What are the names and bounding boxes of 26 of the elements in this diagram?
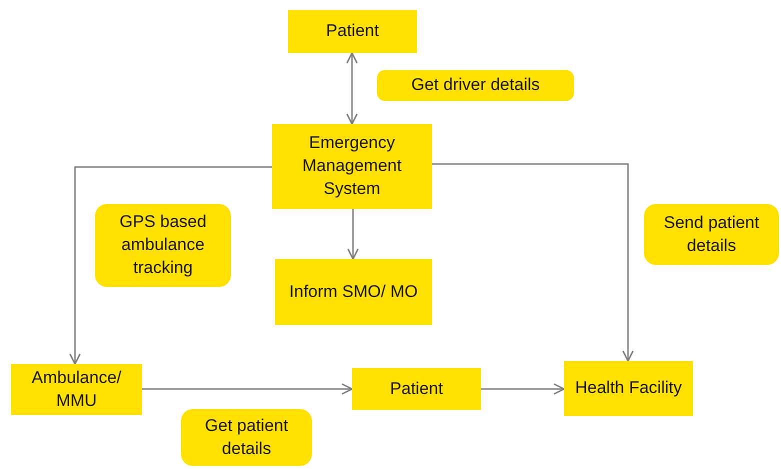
process-box	[11, 364, 142, 415]
arrow	[432, 163, 634, 362]
node-text: Patient	[326, 20, 379, 42]
node-text: Ambulance/ MMU	[30, 366, 122, 412]
note-box	[181, 409, 312, 466]
process-box	[288, 10, 417, 53]
process-box	[275, 259, 432, 325]
process-box	[352, 368, 481, 410]
arrow	[347, 209, 359, 260]
node-text: Get driver details	[411, 74, 540, 96]
node-text: Health Facility	[575, 377, 682, 400]
node-text: Get patient details	[204, 414, 290, 460]
note-box	[377, 70, 574, 101]
note-box	[644, 204, 779, 265]
arrow	[346, 52, 358, 125]
process-box	[564, 361, 693, 416]
process-box	[272, 124, 432, 209]
node-text: Send patient details	[662, 212, 760, 256]
arrow	[481, 383, 565, 395]
node-text: Emergency Management System	[301, 132, 403, 200]
arrow	[142, 383, 353, 395]
node-text: Inform SMO/ MO	[289, 280, 418, 303]
node-text: Patient	[390, 378, 443, 400]
note-box	[95, 204, 231, 287]
arrow	[69, 166, 272, 365]
node-text: GPS based ambulance tracking	[118, 211, 208, 279]
